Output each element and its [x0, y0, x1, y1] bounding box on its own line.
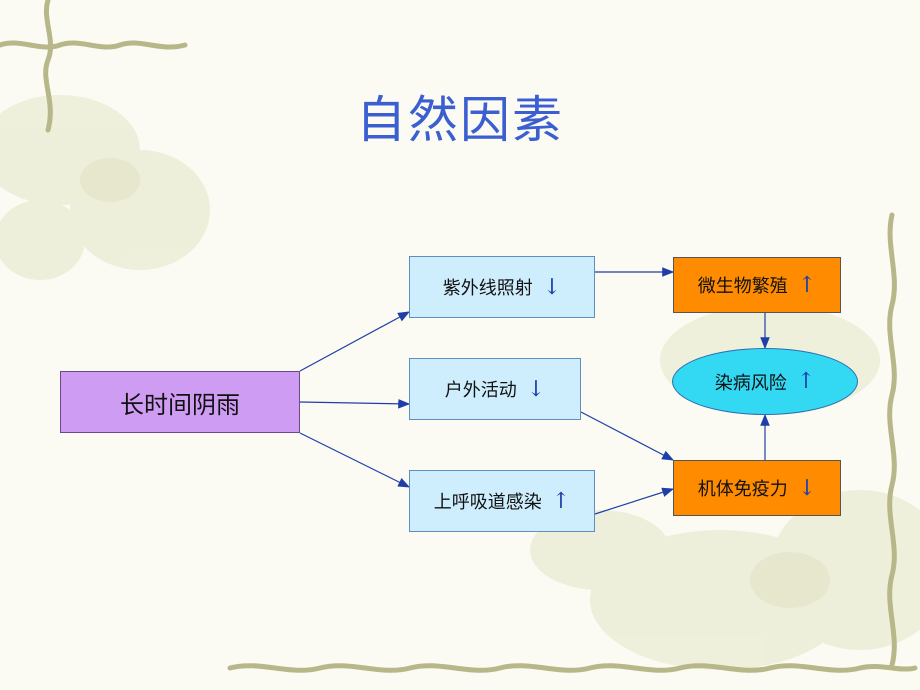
- edge-outdoor-immunity: [580, 411, 675, 461]
- edge-source-outdoor: [299, 399, 411, 409]
- edge-respiratory-immunity: [594, 487, 675, 515]
- node-microbe-growth-label: 微生物繁殖: [697, 276, 788, 297]
- down-arrow-icon: ↓: [797, 475, 817, 501]
- node-respiratory-infection-label: 上呼吸道感染: [433, 492, 542, 513]
- node-immunity-label: 机体免疫力: [697, 479, 788, 500]
- up-arrow-icon: ↑: [796, 369, 816, 394]
- node-disease-risk: 染病风险 ↑: [672, 348, 858, 415]
- node-disease-risk-label: 染病风险: [714, 372, 787, 394]
- down-arrow-icon: ↓: [526, 376, 546, 402]
- node-uv-exposure: 紫外线照射 ↓: [409, 256, 595, 318]
- node-uv-exposure-label: 紫外线照射: [442, 278, 533, 299]
- node-long-rain-label: 长时间阴雨: [120, 390, 240, 419]
- node-immunity: 机体免疫力 ↓: [673, 460, 841, 516]
- node-outdoor-activity-label: 户外活动: [444, 380, 517, 401]
- up-arrow-icon: ↑: [797, 272, 817, 298]
- node-outdoor-activity: 户外活动 ↓: [409, 358, 581, 420]
- node-microbe-growth: 微生物繁殖 ↑: [673, 257, 841, 313]
- node-respiratory-infection: 上呼吸道感染 ↑: [409, 470, 595, 532]
- edge-source-uv: [299, 311, 411, 372]
- page-title: 自然因素: [356, 91, 564, 149]
- edge-source-respiratory: [299, 432, 411, 488]
- up-arrow-icon: ↑: [551, 488, 571, 514]
- node-long-rain: 长时间阴雨: [60, 371, 300, 433]
- down-arrow-icon: ↓: [542, 274, 562, 300]
